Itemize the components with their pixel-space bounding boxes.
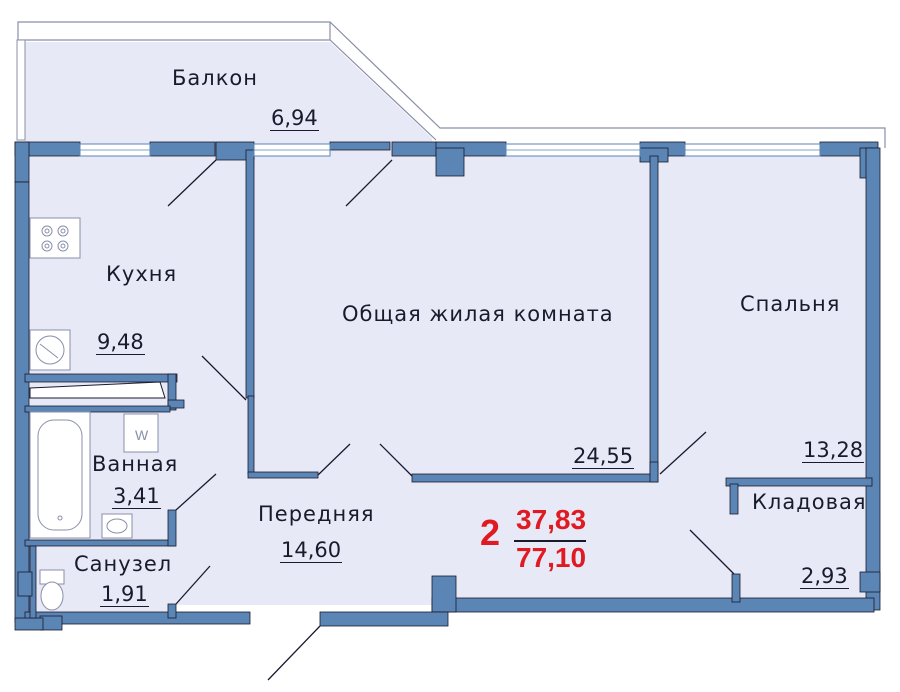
walls — [14, 141, 881, 631]
living-area-value: 24,55 — [572, 444, 635, 469]
bathtub-icon — [29, 411, 91, 539]
rooms-count: 2 — [480, 512, 501, 553]
storage-area: 2,93 — [800, 564, 849, 589]
balcony-outline — [17, 21, 886, 148]
balcony-floor — [25, 42, 432, 150]
hallway-label: Передняя — [258, 502, 375, 526]
balcony-left-rail — [16, 39, 26, 141]
living-area-total: 37,83 — [516, 504, 587, 535]
washer-mark: W — [135, 427, 149, 443]
storage-label: Кладовая — [752, 490, 867, 514]
wc-label: Санузел — [74, 552, 173, 576]
bathroom-label: Ванная — [92, 452, 179, 476]
apartment-summary: 2 37,83 77,10 — [472, 502, 592, 582]
hallway-area: 14,60 — [280, 538, 343, 563]
toilet-icon — [39, 569, 65, 611]
total-area: 77,10 — [516, 542, 587, 573]
bedroom-area: 13,28 — [802, 438, 865, 463]
bath-sink-icon — [101, 513, 133, 539]
floor-areas — [25, 42, 870, 622]
stove-icon — [29, 217, 81, 259]
bedroom-label: Спальня — [740, 292, 841, 316]
kitchen-label: Кухня — [106, 262, 178, 286]
kitchen-area: 9,48 — [96, 330, 145, 355]
washer-icon — [123, 413, 159, 453]
summary-divider — [514, 540, 586, 542]
door-swings — [167, 159, 735, 681]
balcony-area: 6,94 — [270, 106, 319, 131]
sink-icon — [29, 329, 71, 371]
balcony-label: Балкон — [172, 66, 258, 90]
counter-shelf — [29, 381, 166, 399]
living-label: Общая жилая комната — [342, 302, 614, 326]
wc-area: 1,91 — [100, 582, 149, 607]
bathroom-area: 3,41 — [112, 484, 161, 509]
